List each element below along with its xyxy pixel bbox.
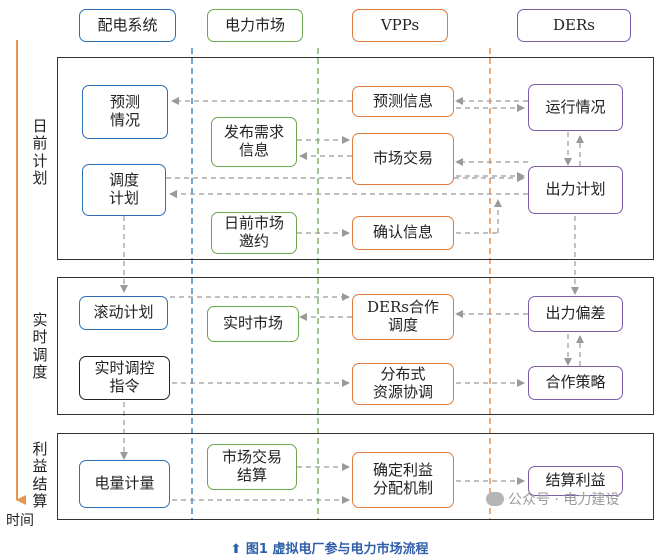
box-realtime-cmd: 实时调控 指令 bbox=[79, 356, 170, 400]
phase-label-day-ahead: 日前计划 bbox=[32, 117, 48, 187]
header-vpp: VPPs bbox=[352, 9, 448, 42]
phase-label-settlement: 利益结算 bbox=[32, 440, 48, 510]
box-metering: 电量计量 bbox=[79, 460, 170, 508]
wechat-icon bbox=[486, 492, 504, 506]
watermark-text: 公众号 · 电力建设 bbox=[508, 492, 620, 508]
time-axis-label: 时间 bbox=[6, 513, 34, 529]
phase-label-realtime: 实时调度 bbox=[32, 311, 48, 381]
box-settle-benefit: 结算利益 bbox=[528, 466, 623, 496]
section-settlement bbox=[57, 433, 654, 520]
box-market-trade: 市场交易 bbox=[352, 133, 454, 185]
box-ders-coop: DERs合作 调度 bbox=[352, 294, 454, 340]
box-confirm-info: 确认信息 bbox=[352, 216, 454, 250]
box-distributed-coord: 分布式 资源协调 bbox=[352, 363, 454, 405]
caption-arrow-icon: ⬆ bbox=[230, 542, 246, 557]
section-realtime bbox=[57, 277, 654, 415]
header-grid: 配电系统 bbox=[79, 9, 176, 42]
box-market-settle: 市场交易 结算 bbox=[207, 444, 297, 490]
box-publish-demand: 发布需求 信息 bbox=[211, 117, 297, 167]
section-day-ahead bbox=[57, 57, 654, 260]
figure-caption: ⬆ 图1 虚拟电厂参与电力市场流程 bbox=[0, 538, 659, 557]
box-output-deviation: 出力偏差 bbox=[528, 296, 623, 332]
box-forecast-situation: 预测 情况 bbox=[82, 85, 168, 139]
box-dispatch-plan: 调度 计划 bbox=[82, 164, 166, 216]
box-forecast-info: 预测信息 bbox=[352, 86, 454, 117]
header-der: DERs bbox=[517, 9, 631, 42]
box-rolling-plan: 滚动计划 bbox=[79, 296, 168, 330]
box-operation-status: 运行情况 bbox=[528, 84, 623, 131]
watermark: 公众号 · 电力建设 bbox=[486, 489, 619, 509]
header-market: 电力市场 bbox=[207, 9, 303, 42]
box-day-ahead-invite: 日前市场 邀约 bbox=[211, 212, 297, 254]
box-output-plan: 出力计划 bbox=[528, 166, 623, 214]
caption-text: 图1 虚拟电厂参与电力市场流程 bbox=[245, 542, 429, 557]
box-realtime-market: 实时市场 bbox=[207, 306, 299, 342]
box-benefit-alloc: 确定利益 分配机制 bbox=[352, 452, 454, 508]
box-coop-strategy: 合作策略 bbox=[528, 366, 623, 400]
